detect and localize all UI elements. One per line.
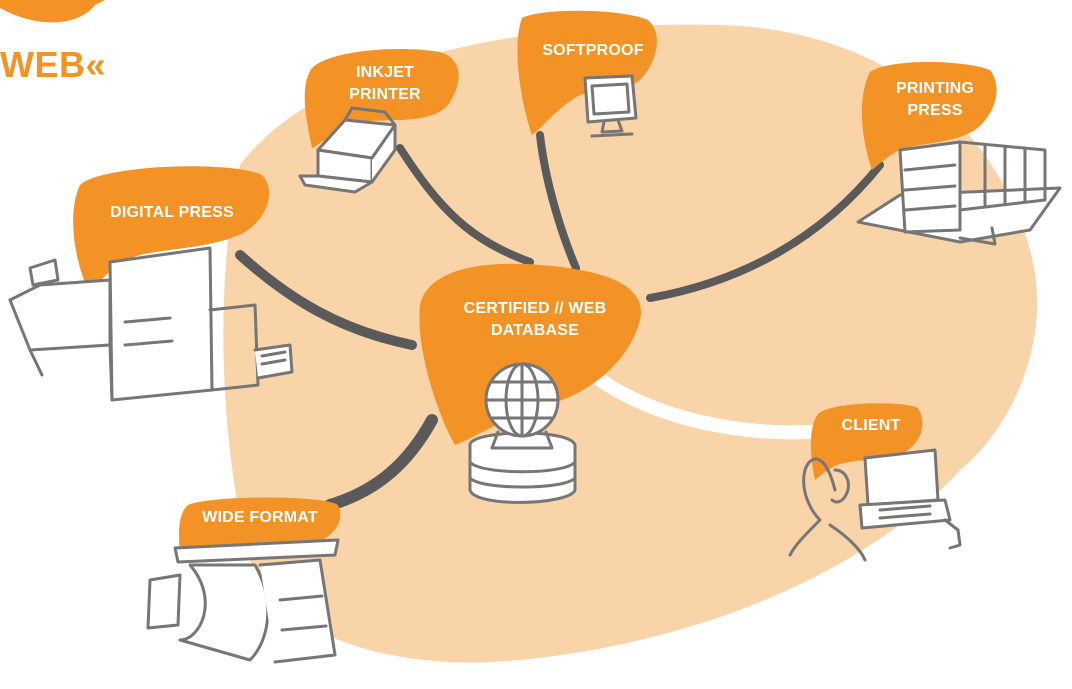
blob-center	[419, 263, 641, 445]
center-label: CERTIFIED // WEB DATABASE	[440, 298, 630, 342]
client-label-line1: CLIENT	[841, 417, 901, 434]
printing-press-label: PRINTING PRESS	[880, 78, 990, 122]
inkjet-label-line2: PRINTER	[349, 86, 421, 103]
wide-format-printer-icon	[146, 538, 340, 664]
client-label: CLIENT	[826, 415, 916, 437]
inkjet-label: INKJET PRINTER	[330, 62, 440, 106]
inkjet-printer-icon	[298, 106, 397, 194]
digital-press-label-line1: DIGITAL PRESS	[110, 204, 234, 221]
printing-press-label-line1: PRINTING	[895, 80, 975, 97]
center-label-line1: CERTIFIED // WEB	[463, 300, 607, 317]
connector-printing-press	[646, 161, 884, 302]
digital-press-icon	[8, 246, 294, 402]
digital-press-label: DIGITAL PRESS	[92, 202, 252, 224]
client-laptop-icon	[788, 448, 962, 562]
blob-client	[810, 403, 923, 480]
blob-softproof	[517, 10, 657, 135]
softproof-label-line1: SOFTPROOF	[542, 42, 644, 59]
connector-digital-press	[235, 250, 417, 350]
connector-client	[593, 373, 819, 440]
inkjet-label-line1: INKJET	[355, 64, 415, 81]
printing-press-icon	[856, 140, 1062, 246]
wide-format-label: WIDE FORMAT	[190, 507, 330, 529]
monitor-icon	[583, 74, 638, 138]
brand-number-fragment	[0, 0, 105, 23]
printing-press-label-line2: PRESS	[907, 102, 963, 119]
connector-softproof	[536, 131, 580, 272]
wide-format-label-line1: WIDE FORMAT	[202, 509, 318, 526]
globe-database-icon	[468, 362, 577, 504]
connector-wide-format	[324, 414, 438, 511]
blob-printing-press	[861, 62, 997, 170]
softproof-label: SOFTPROOF	[528, 40, 658, 62]
web-title: WEB«	[0, 44, 107, 85]
center-label-line2: DATABASE	[490, 322, 580, 339]
connector-inkjet	[396, 144, 534, 266]
